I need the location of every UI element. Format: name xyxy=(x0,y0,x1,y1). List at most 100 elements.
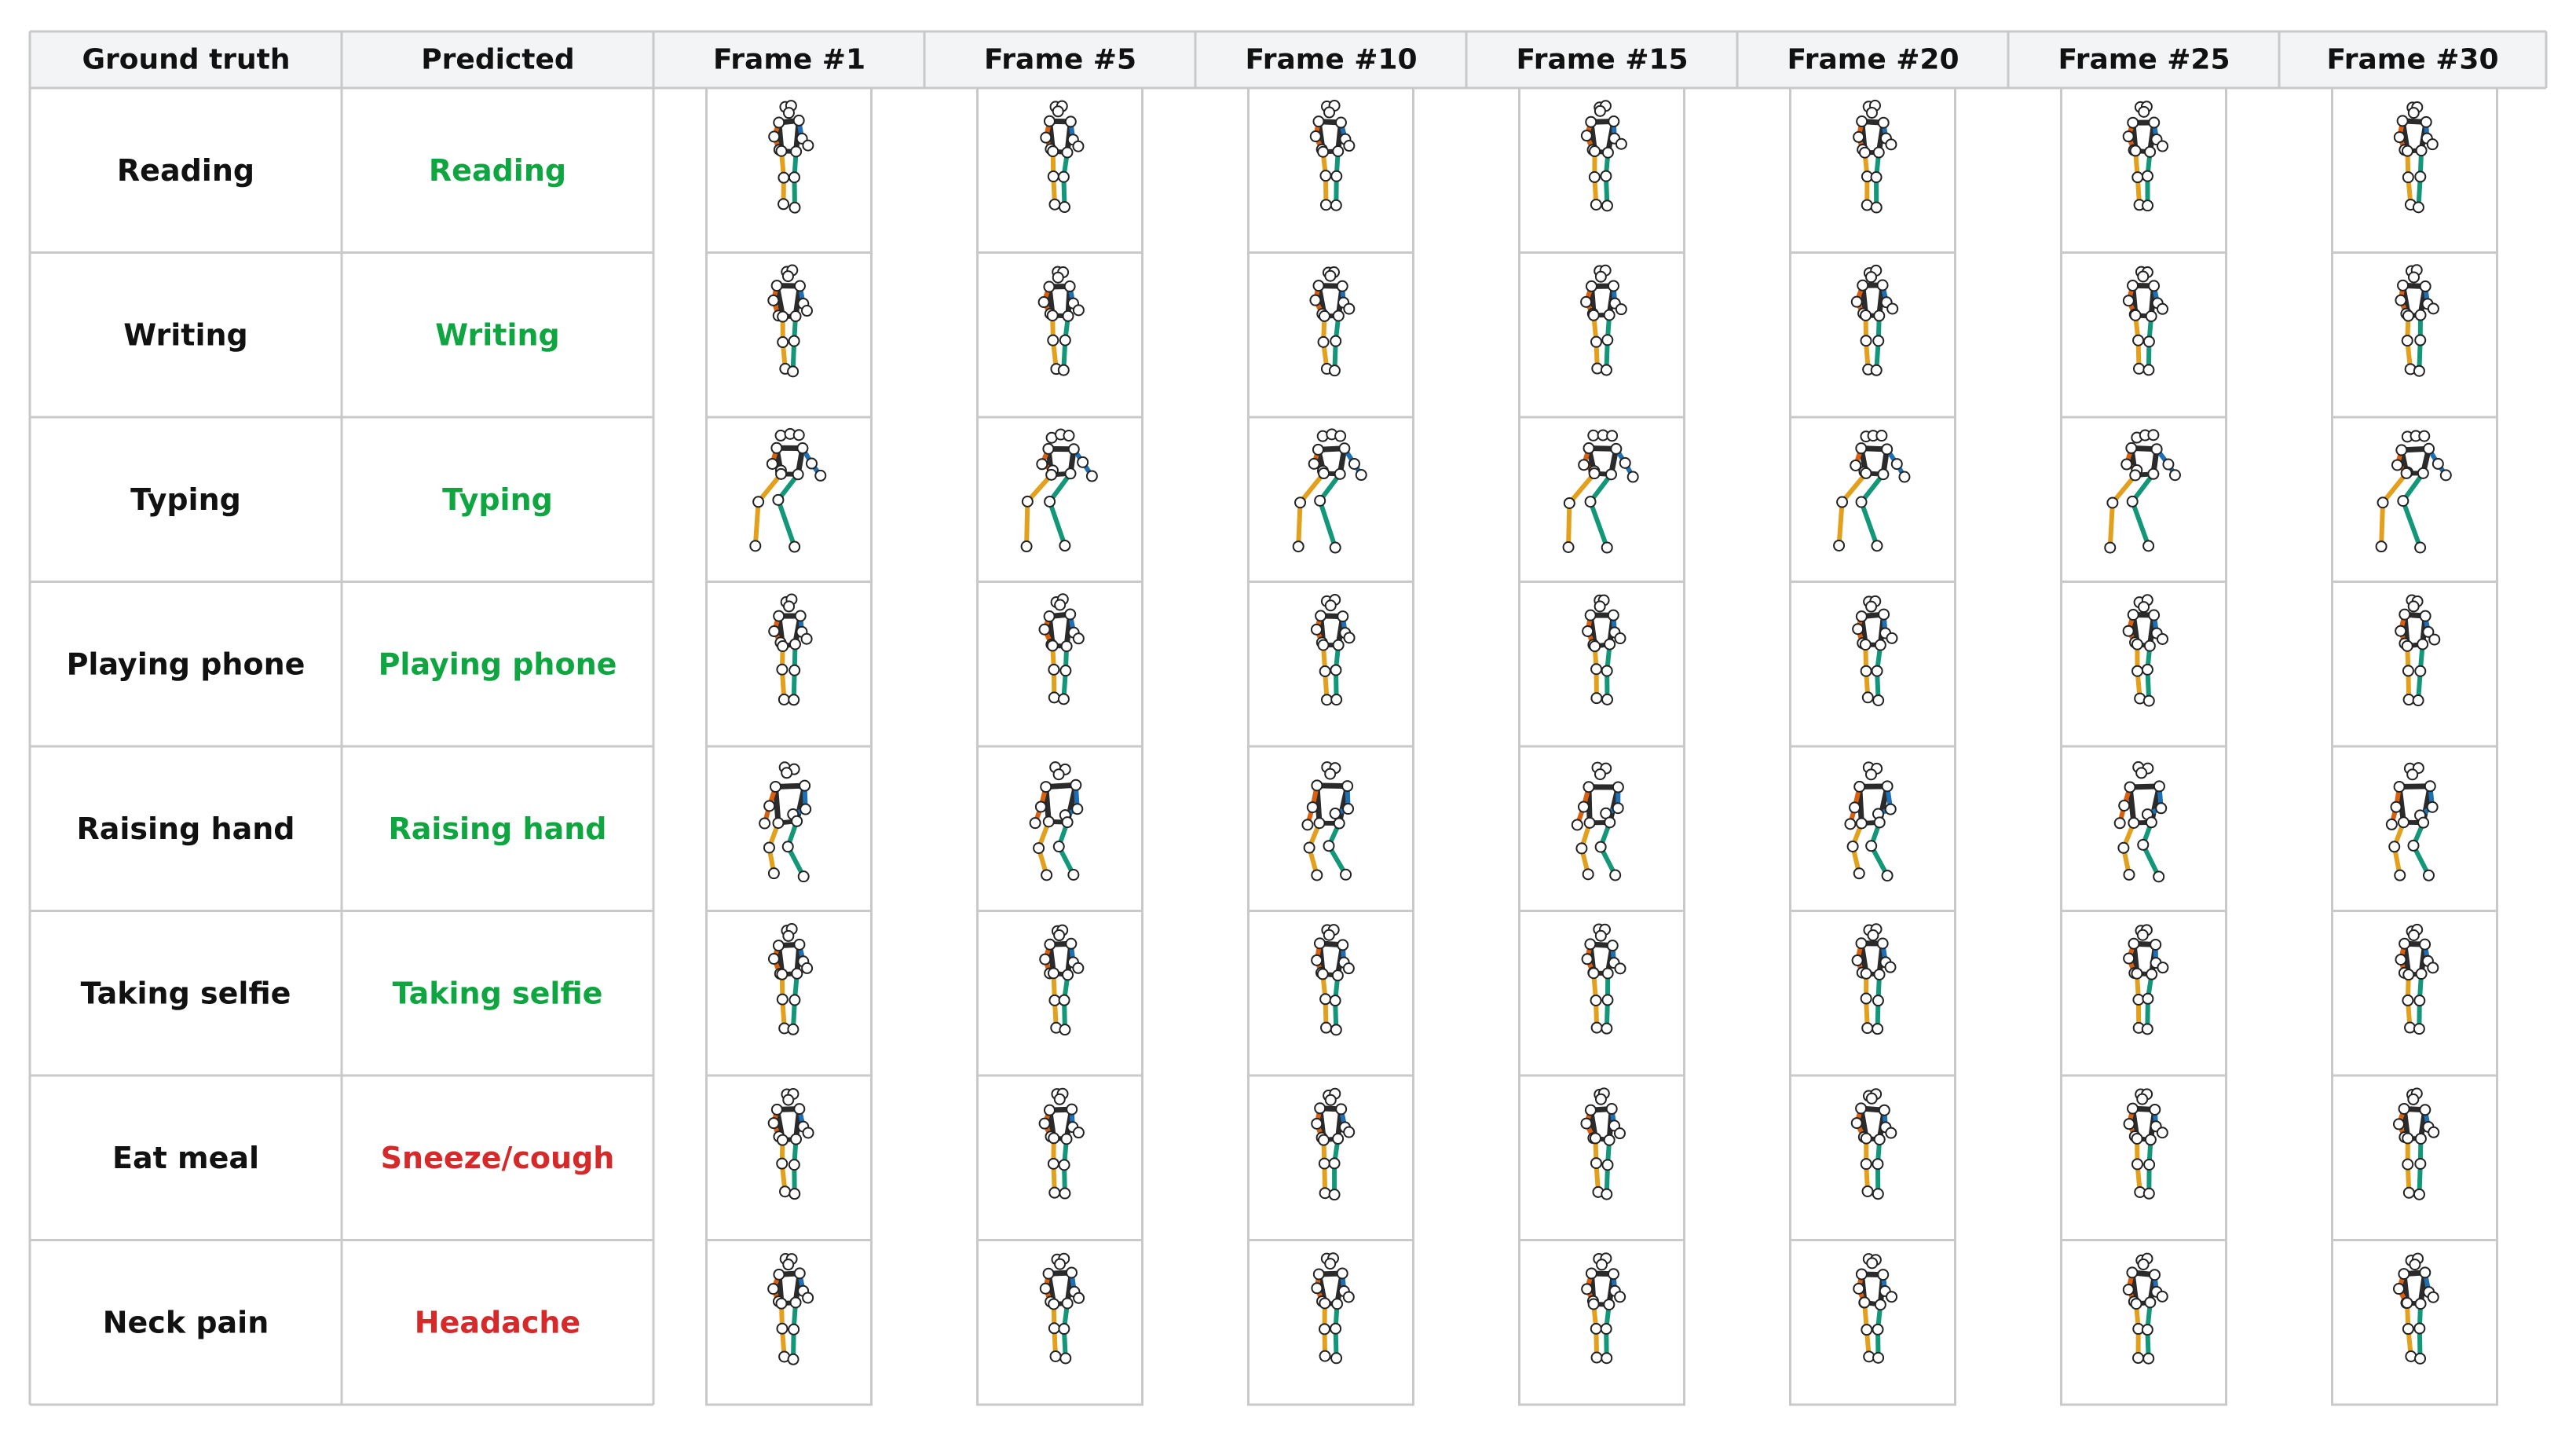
joint-rs xyxy=(1607,609,1619,621)
skeleton-writing-frame-3 xyxy=(1309,266,1356,377)
joint-head-2 xyxy=(2407,271,2420,284)
joint-rh xyxy=(1873,1133,1886,1145)
joint-lk xyxy=(2402,1323,2414,1336)
bone-left-thigh xyxy=(1567,471,1597,506)
joint-lh xyxy=(1860,309,1872,321)
skeleton-playing-phone-frame-1 xyxy=(768,593,813,706)
joint-rw xyxy=(801,962,814,974)
joint-ra xyxy=(1870,201,1883,214)
joint-ls xyxy=(1583,781,1595,793)
joint-rw xyxy=(2156,1127,2168,1139)
ground-truth-label: Raising hand xyxy=(76,812,295,846)
joint-ls xyxy=(1042,1267,1055,1280)
header-frame-5: Frame #5 xyxy=(984,44,1136,76)
joint-lh xyxy=(1588,467,1601,480)
joint-le xyxy=(1849,801,1861,814)
header-background xyxy=(30,31,2546,88)
joint-lh xyxy=(2401,145,2413,157)
joint-ls xyxy=(1312,115,1325,128)
skeleton-taking-selfie-frame-4 xyxy=(1581,923,1626,1035)
joint-ls xyxy=(2124,781,2136,793)
joint-rw xyxy=(802,1292,814,1304)
joint-re xyxy=(1619,456,1631,469)
bone-left-thigh xyxy=(1839,471,1868,505)
joint-ra xyxy=(2142,694,2155,707)
joint-rk xyxy=(1872,1323,1884,1336)
skeleton-playing-phone-frame-4 xyxy=(1582,594,1626,705)
joint-rk xyxy=(2414,665,2427,677)
joint-ls xyxy=(2126,1266,2139,1279)
joint-ls xyxy=(2127,1102,2139,1115)
joint-la xyxy=(1048,198,1061,211)
joint-ls xyxy=(2395,444,2408,456)
joint-rw xyxy=(1886,302,1899,315)
joint-rk xyxy=(1314,494,1326,507)
joint-rh xyxy=(1604,816,1616,829)
joint-rw xyxy=(802,139,814,152)
joint-la xyxy=(1020,540,1033,553)
joint-head-2 xyxy=(2137,270,2150,283)
joint-le xyxy=(1853,1282,1865,1295)
joint-ra xyxy=(1328,1189,1341,1201)
joint-la xyxy=(1861,199,1873,211)
joint-rk xyxy=(1330,170,1343,182)
joint-rk xyxy=(1600,1323,1612,1336)
joint-rk xyxy=(1052,841,1065,853)
joint-head-2 xyxy=(1866,1257,1879,1270)
joint-rk xyxy=(1059,665,1072,677)
joint-rh xyxy=(1060,1133,1073,1145)
joint-rk xyxy=(1330,664,1342,676)
joint-ls xyxy=(772,940,785,952)
joint-la xyxy=(778,198,790,211)
joint-lh xyxy=(1042,815,1055,828)
frame-cell-typing-6 xyxy=(2060,416,2227,583)
joint-lw xyxy=(2113,817,2126,830)
skeleton-reading-frame-6 xyxy=(2122,101,2169,212)
joint-le xyxy=(1580,130,1593,142)
joint-rh xyxy=(1064,467,1077,480)
joint-la xyxy=(1590,692,1603,705)
joint-ls xyxy=(2398,1268,2410,1281)
joint-le xyxy=(1578,459,1590,471)
joint-lh xyxy=(1318,310,1330,322)
joint-re xyxy=(800,803,812,815)
joint-lh xyxy=(2400,467,2413,479)
joint-rh xyxy=(1333,817,1345,830)
joint-lk xyxy=(2388,841,2401,853)
joint-lk xyxy=(2402,171,2414,184)
joint-rk xyxy=(788,1323,800,1336)
joint-lk xyxy=(1319,1323,1331,1336)
skeleton-raising-hand-frame-6 xyxy=(2113,761,2168,883)
joint-head-2 xyxy=(1053,1093,1066,1105)
skeleton-eat-meal-frame-5 xyxy=(1850,1088,1897,1200)
frame-cell-neck-pain-4 xyxy=(1518,1239,1685,1406)
joint-rs xyxy=(793,1103,806,1116)
joint-rh xyxy=(1334,467,1346,480)
joint-ls xyxy=(770,442,783,454)
joint-rh xyxy=(2414,309,2427,321)
joint-rk xyxy=(2142,335,2155,348)
joint-rh xyxy=(1332,639,1345,651)
joint-lk xyxy=(1860,992,1872,1005)
joint-ls xyxy=(2398,1102,2410,1115)
joint-le xyxy=(2393,131,2406,144)
joint-rw xyxy=(1615,137,1627,150)
skeleton-reading-frame-5 xyxy=(1853,99,1897,214)
joint-rk xyxy=(2126,495,2139,507)
joint-lh xyxy=(1860,967,1872,980)
joint-re xyxy=(2162,458,2175,471)
joint-lh xyxy=(1859,639,1872,651)
joint-rh xyxy=(792,468,804,481)
joint-lh xyxy=(2401,1297,2413,1310)
joint-le xyxy=(768,130,781,143)
joint-ls xyxy=(1855,937,1868,950)
joint-lk xyxy=(2117,841,2130,854)
skeleton-neck-pain-frame-4 xyxy=(1581,1252,1626,1365)
bone-left-shin xyxy=(2107,500,2115,551)
joint-head-2 xyxy=(782,107,795,119)
joint-rk xyxy=(2143,1158,2156,1171)
joint-la xyxy=(1319,199,1332,211)
joint-head-2 xyxy=(2136,1093,2149,1105)
predicted-label: Sneeze/cough xyxy=(381,1141,615,1175)
